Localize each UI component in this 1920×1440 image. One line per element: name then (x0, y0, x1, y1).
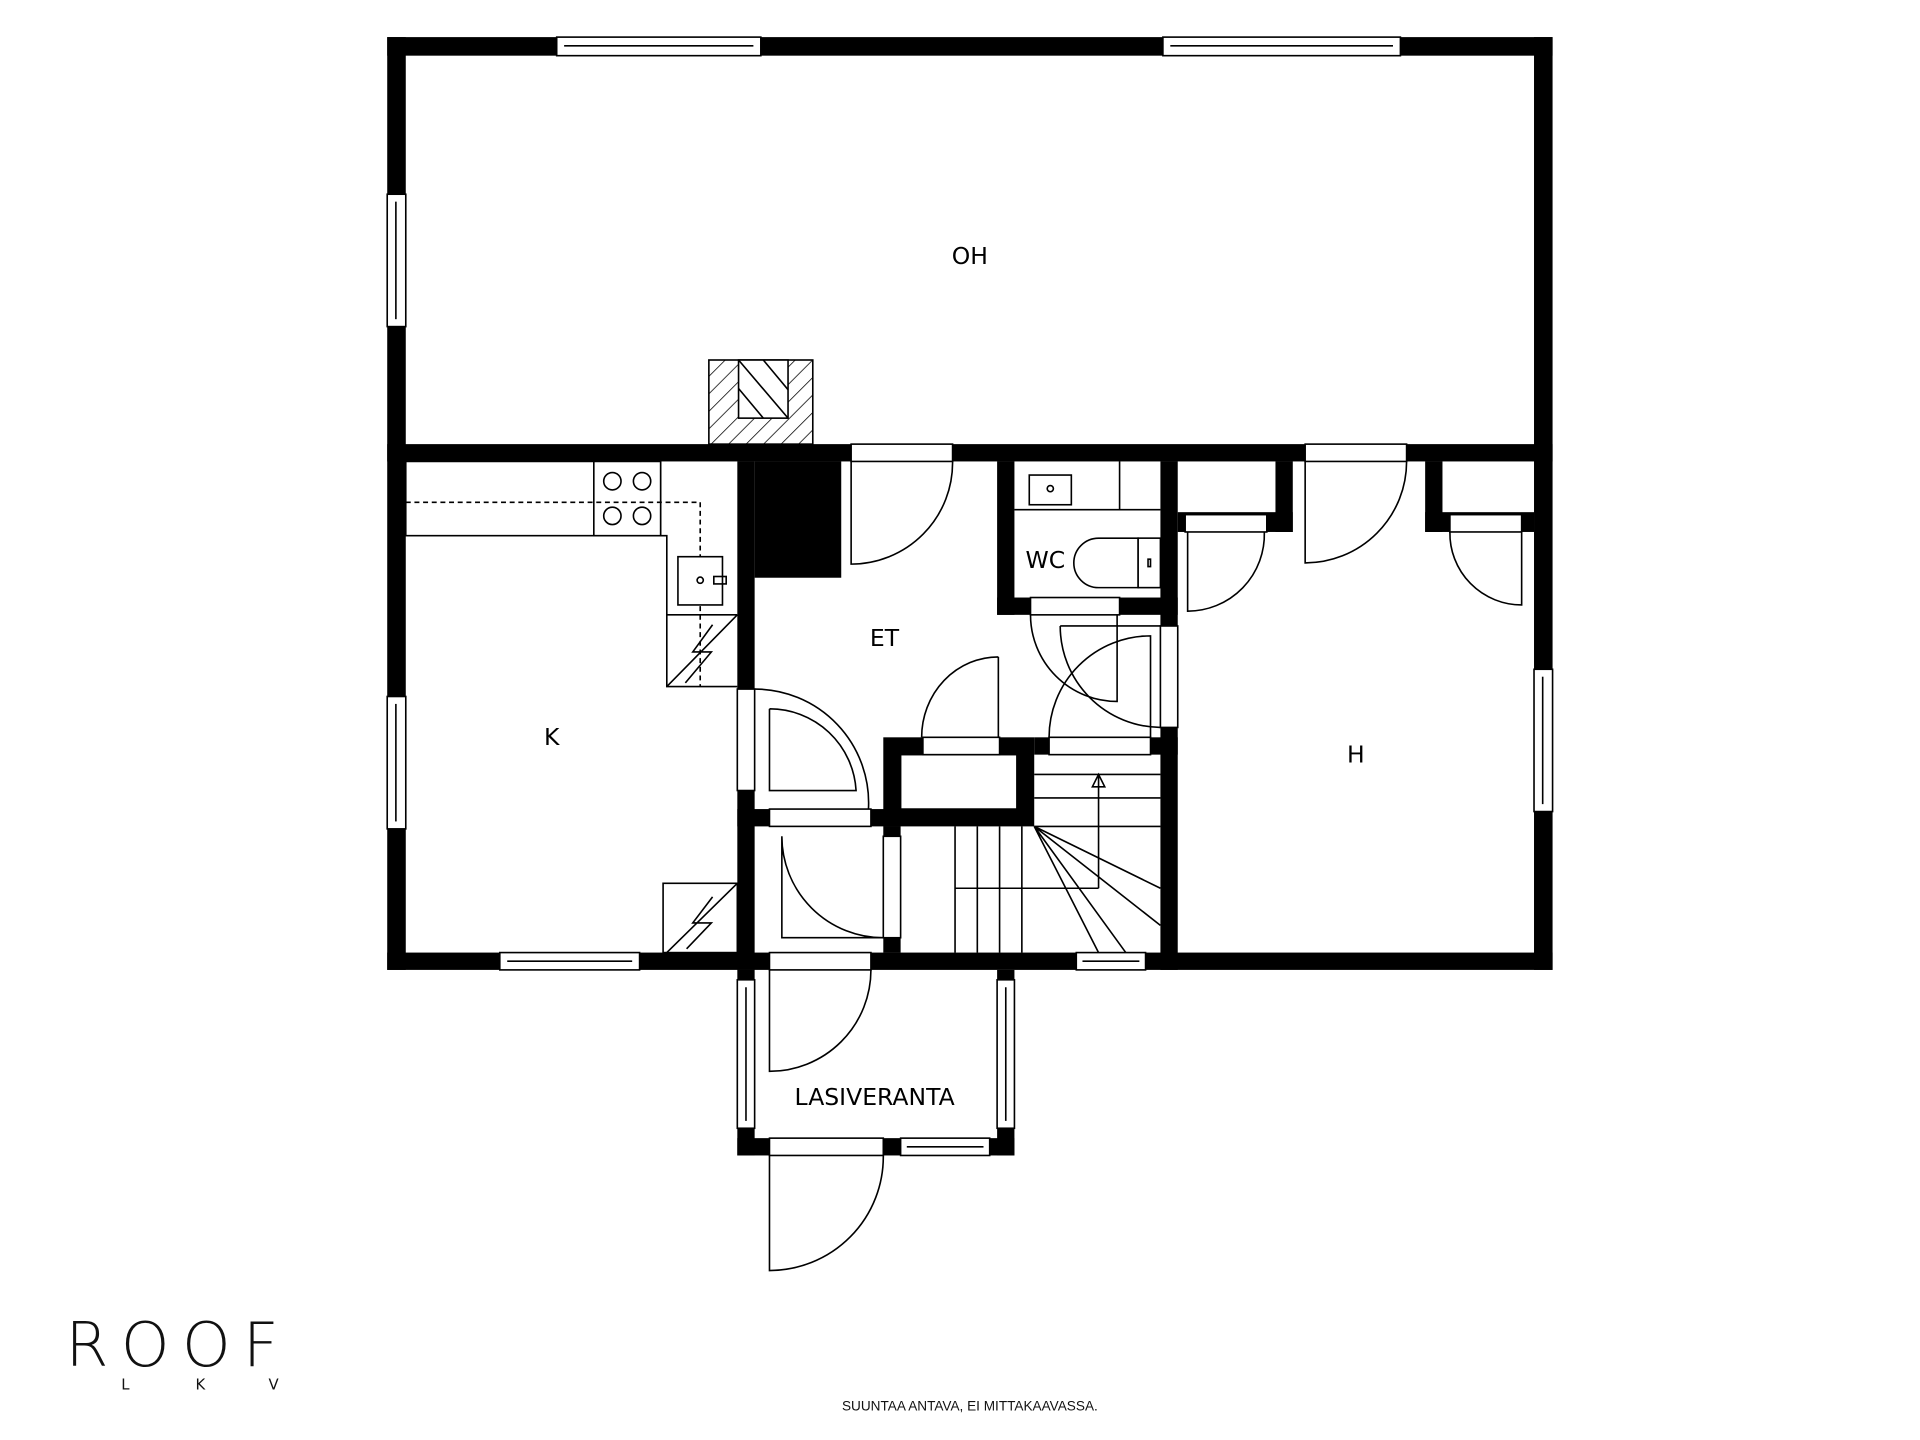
chimney (708, 359, 814, 445)
room-label-h: H (1347, 740, 1365, 768)
stairs (954, 772, 1161, 954)
walls (387, 37, 1553, 1156)
logo-sub-l: L (121, 1376, 130, 1393)
room-label-k: K (544, 723, 560, 751)
room-label-lasiveranta: LASIVERANTA (795, 1083, 955, 1111)
stove-icon (602, 471, 652, 526)
disclaimer: SUUNTAA ANTAVA, EI MITTAKAAVASSA. (842, 1398, 1098, 1413)
toilet-icon (1073, 537, 1139, 589)
kitchen-fixtures (404, 460, 739, 954)
door-swings (754, 461, 1523, 1272)
room-labels: OH K ET WC H LASIVERANTA (544, 242, 1365, 1111)
room-label-et: ET (870, 624, 900, 652)
logo-name: ROOF (66, 1309, 291, 1381)
washbasin-icon (1028, 474, 1073, 506)
logo: ROOF L K V (66, 1309, 291, 1394)
logo-sub-k: K (195, 1376, 206, 1393)
logo-sub-v: V (268, 1376, 279, 1393)
sink-icon (677, 555, 724, 606)
wc-fixtures (1014, 461, 1162, 589)
room-label-wc: WC (1026, 546, 1066, 574)
windows (386, 36, 1554, 1157)
room-label-oh: OH (952, 242, 988, 270)
